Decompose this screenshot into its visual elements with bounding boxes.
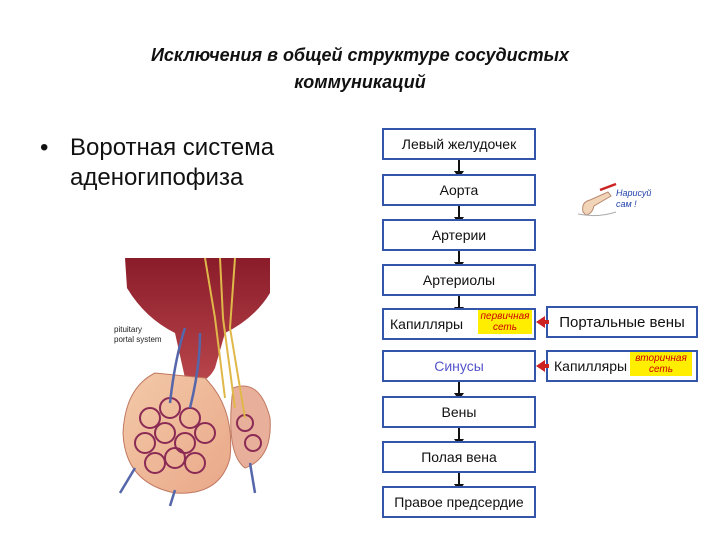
bullet-line-1: Воротная система <box>70 134 275 161</box>
box-portal-veins-label: Портальные вены <box>559 313 685 331</box>
box-vena-cava: Полая вена <box>382 441 536 473</box>
box-arteries-label: Артерии <box>431 227 487 243</box>
box-arterioles: Артериолы <box>382 264 536 296</box>
box-right-atrium-label: Правое предсердие <box>394 494 524 510</box>
bullet-line-2: аденогипофиза <box>70 164 244 191</box>
arrow-down-1 <box>454 160 464 178</box>
box-portal-veins: Портальные вены <box>546 306 698 338</box>
title-line-2: коммуникаций <box>294 72 426 92</box>
pituitary-label-line-2: portal system <box>114 335 162 344</box>
bullet-point: • Воротная система аденогипофиза <box>40 133 274 193</box>
arrow-down-5 <box>454 382 464 400</box>
box-veins: Вены <box>382 396 536 428</box>
hand-with-pen-icon <box>577 182 617 217</box>
pituitary-label: pituitary portal system <box>114 325 162 345</box>
arrow-down-3 <box>454 251 464 269</box>
posterior-lobe-shape <box>230 385 271 469</box>
box-capillaries-secondary-label: Капилляры <box>554 358 628 374</box>
draw-yourself-note: Нарисуй сам ! <box>577 182 651 227</box>
box-left-ventricle-label: Левый желудочек <box>401 136 517 152</box>
tag-primary-net: первичная сеть <box>478 310 532 334</box>
pituitary-illustration <box>118 258 271 507</box>
box-arteries: Артерии <box>382 219 536 251</box>
tag-secondary-net: вторичная сеть <box>630 352 692 376</box>
draw-note-line-1: Нарисуй <box>616 188 652 198</box>
arrow-portal-to-capillaries <box>536 316 549 328</box>
box-left-ventricle: Левый желудочек <box>382 128 536 160</box>
draw-note-line-2: сам ! <box>616 199 637 209</box>
title-line-1: Исключения в общей структуре сосудистых <box>150 45 570 65</box>
arrow-down-4 <box>454 296 464 314</box>
box-right-atrium: Правое предсердие <box>382 486 536 518</box>
box-sinuses-label: Синусы <box>434 358 484 374</box>
box-aorta-label: Аорта <box>439 182 479 198</box>
arrow-down-2 <box>454 206 464 224</box>
draw-note-text: Нарисуй сам ! <box>616 188 651 210</box>
bullet-marker: • <box>40 134 49 161</box>
arrow-down-7 <box>454 473 464 491</box>
slide-title: Исключения в общей структуре сосудистых … <box>40 42 680 96</box>
nerve-fibers <box>204 258 246 419</box>
box-vena-cava-label: Полая вена <box>421 449 497 465</box>
portal-vessels <box>118 327 257 507</box>
box-sinuses: Синусы <box>382 350 536 382</box>
box-aorta: Аорта <box>382 174 536 206</box>
box-veins-label: Вены <box>441 404 477 420</box>
pituitary-label-line-1: pituitary <box>114 325 143 334</box>
box-capillaries-label: Капилляры <box>390 316 464 332</box>
box-arterioles-label: Артериолы <box>422 272 496 288</box>
capillary-network <box>134 397 262 474</box>
arrow-capillaries-to-sinuses <box>536 360 549 372</box>
arrow-down-6 <box>454 428 464 446</box>
